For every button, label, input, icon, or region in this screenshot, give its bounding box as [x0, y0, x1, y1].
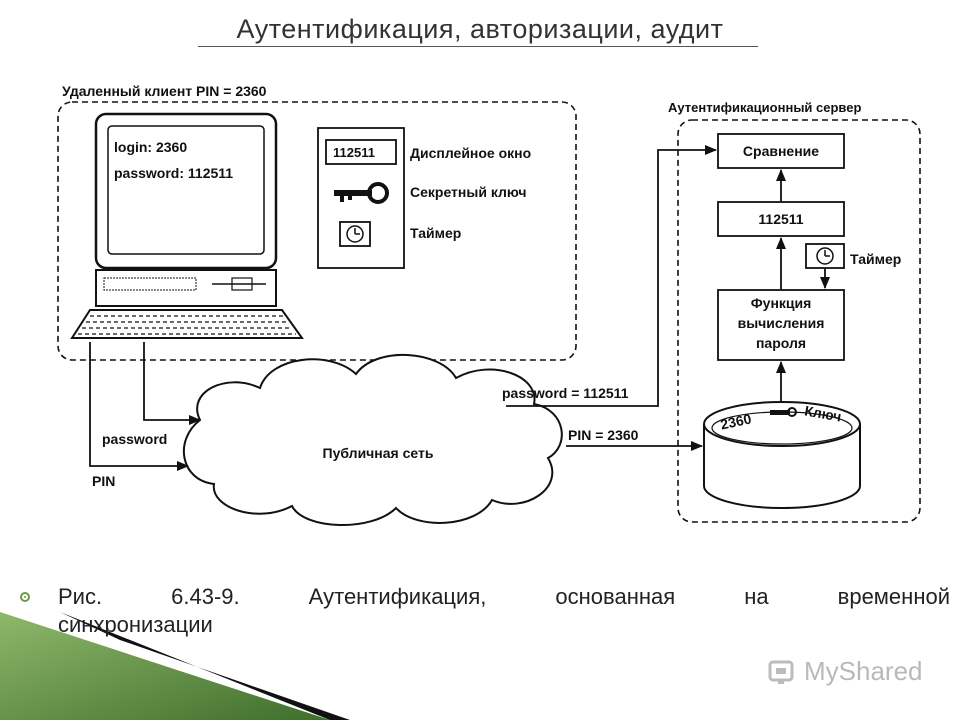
server-timer-icon — [805, 243, 845, 269]
key-database-cylinder — [703, 401, 861, 509]
compare-box-label: Сравнение — [743, 143, 819, 159]
screen-password-text: password: 112511 — [114, 165, 233, 181]
token-key-label: Секретный ключ — [410, 184, 526, 200]
edge-password-to-server-label: password = 112511 — [502, 385, 629, 401]
db-key-label: Ключ — [803, 402, 842, 424]
cloud-label: Публичная сеть — [323, 445, 434, 461]
title-underline — [198, 46, 758, 47]
value-box — [717, 201, 845, 237]
token-display-value: 112511 — [333, 145, 375, 160]
token-timer-icon — [339, 221, 371, 247]
token-card — [317, 127, 405, 269]
server-timer-label: Таймер — [850, 251, 901, 267]
caption-bullet-icon — [20, 592, 30, 602]
value-box-label: 112511 — [758, 211, 803, 227]
watermark-logo-icon — [768, 660, 794, 684]
client-group-label: Удаленный клиент PIN = 2360 — [62, 83, 267, 99]
edge-pin-label: PIN — [92, 473, 115, 489]
edge-password-label: password — [102, 431, 167, 447]
edge-cloud-to-compare — [506, 145, 717, 407]
watermark-text: MyShared — [804, 656, 923, 686]
edge-client-password — [143, 342, 201, 425]
function-box-line1: Функция — [751, 295, 812, 311]
function-box-line3: пароля — [756, 335, 806, 351]
token-display-window — [325, 139, 397, 165]
secret-key-icon — [334, 182, 389, 204]
slide-corner-decoration — [0, 612, 350, 720]
public-network-cloud — [183, 354, 563, 526]
connectors — [89, 145, 830, 471]
screen-login-text: login: 2360 — [114, 139, 187, 155]
edge-pin-to-server-label: PIN = 2360 — [568, 427, 639, 443]
edge-client-pin — [89, 342, 189, 471]
client-group-border — [57, 101, 577, 361]
figure-caption-line2: синхронизации — [58, 612, 213, 637]
slide-title: Аутентификация, авторизации, аудит — [236, 14, 724, 44]
server-group-label: Аутентификационный сервер — [668, 100, 861, 115]
token-display-label: Дисплейное окно — [410, 145, 531, 161]
function-box-line2: вычисления — [738, 315, 825, 331]
token-timer-label: Таймер — [410, 225, 461, 241]
db-pin-label: 2360 — [719, 410, 753, 432]
computer-monitor: login: 2360 password: 112511 — [70, 112, 304, 339]
figure-caption: Рис. 6.43-9. Аутентификация, основанная … — [58, 584, 950, 609]
server-group-border — [677, 119, 921, 523]
compare-box — [717, 133, 845, 169]
